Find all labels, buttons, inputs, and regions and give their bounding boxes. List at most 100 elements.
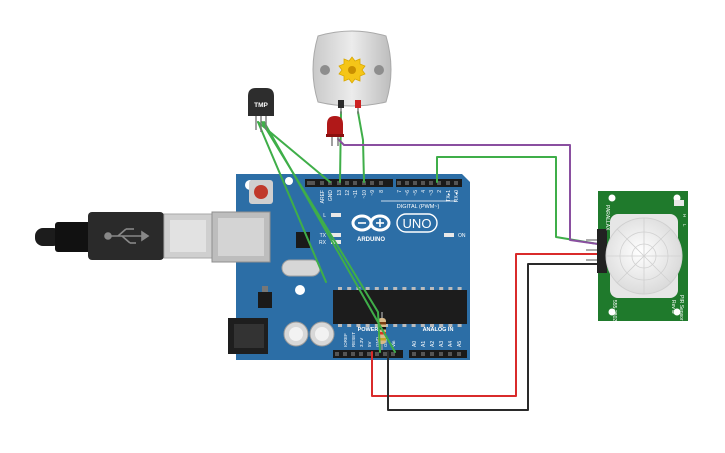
wire-red-5v[interactable] — [371, 253, 599, 397]
header-hole[interactable] — [430, 352, 434, 356]
analog-pin-label: A1 — [421, 341, 427, 347]
header-hole[interactable] — [412, 352, 416, 356]
header-hole[interactable] — [439, 352, 443, 356]
header-hole[interactable] — [370, 181, 374, 185]
header-hole[interactable] — [362, 181, 366, 185]
header-hole[interactable] — [383, 352, 387, 356]
pir-hole — [608, 308, 616, 316]
chip-pin — [439, 324, 444, 327]
wire-purple-led-pir[interactable] — [337, 138, 599, 245]
header-hole[interactable] — [351, 352, 355, 356]
header-hole[interactable] — [429, 181, 433, 185]
wire-black-gnd[interactable] — [387, 263, 599, 411]
header-hole[interactable] — [391, 352, 395, 356]
chip-pin — [402, 324, 407, 327]
chip-pin — [457, 324, 462, 327]
header-hole[interactable] — [446, 181, 450, 185]
chip-pin — [448, 287, 453, 290]
header-hole[interactable] — [328, 181, 332, 185]
capacitor-top — [315, 327, 329, 341]
header-hole[interactable] — [454, 181, 458, 185]
led-on — [444, 233, 454, 237]
digital-pin-label: AREF — [320, 190, 326, 203]
chip-pin — [393, 324, 398, 327]
header-hole[interactable] — [307, 181, 311, 185]
chip-pin — [411, 287, 416, 290]
chip-pin — [393, 287, 398, 290]
header-hole[interactable] — [337, 181, 341, 185]
header-hole[interactable] — [335, 352, 339, 356]
header-hole[interactable] — [379, 181, 383, 185]
digital-pin-label: GND — [328, 190, 334, 202]
digital-pin-label: 12 — [345, 190, 351, 196]
chip-pin — [374, 324, 379, 327]
header-hole[interactable] — [457, 352, 461, 356]
pir-mark-h: H — [682, 214, 687, 217]
motor-screw — [374, 65, 384, 75]
power-pin-label: RESET — [351, 332, 356, 347]
uno-badge — [396, 213, 438, 233]
pir-header — [597, 229, 607, 273]
dc-jack-inner — [234, 324, 264, 348]
header-hole[interactable] — [405, 181, 409, 185]
label-rx: RX — [319, 240, 327, 246]
usb-strain-relief — [55, 222, 95, 252]
pir-lens-facets — [606, 218, 682, 294]
header-hole[interactable] — [353, 181, 357, 185]
header-hole[interactable] — [320, 181, 324, 185]
red-led[interactable] — [326, 116, 344, 146]
chip-pin — [365, 287, 370, 290]
header-hole[interactable] — [437, 181, 441, 185]
chip-pin — [457, 287, 462, 290]
digital-pin-label: 8 — [379, 190, 385, 193]
dc-motor[interactable] — [312, 30, 392, 114]
wire-green-tmp-power[interactable] — [263, 121, 396, 353]
temperature-sensor[interactable]: TMP — [248, 88, 274, 132]
pir-motion-sensor[interactable]: PARALLAX 555-28027 Rev B PIR Sensor H L — [586, 191, 688, 324]
header-hole[interactable] — [375, 352, 379, 356]
header-hole[interactable] — [359, 352, 363, 356]
motor-terminal-black — [338, 100, 344, 108]
usb-b-socket-inner — [218, 218, 264, 256]
power-pin-label: 3.3V — [359, 338, 364, 347]
header-hole[interactable] — [345, 181, 349, 185]
motor-terminal-red — [355, 100, 361, 108]
header-hole[interactable] — [448, 352, 452, 356]
chip-pin — [338, 287, 342, 290]
usb-plug-inner — [170, 220, 206, 252]
reset-button[interactable] — [254, 185, 268, 199]
header-hole[interactable] — [311, 181, 315, 185]
power-pin-label: Vin — [391, 340, 396, 347]
gear-icon — [338, 56, 366, 84]
chip-pin — [430, 287, 434, 290]
chip-pin — [430, 324, 434, 327]
digital-header-label: DIGITAL (PWM~) — [397, 204, 440, 210]
led-tx — [331, 233, 341, 237]
header-hole[interactable] — [421, 352, 425, 356]
header-hole[interactable] — [413, 181, 417, 185]
resistor-band — [378, 332, 386, 335]
analog-header-label: ANALOG IN — [423, 327, 454, 333]
digital-pin-label: RX◂0 — [454, 190, 460, 202]
header-hole[interactable] — [421, 181, 425, 185]
digital-pin-label: ~6 — [405, 190, 411, 196]
pir-name: PIR Sensor — [678, 295, 684, 321]
chip-pin — [439, 287, 444, 290]
header-hole[interactable] — [367, 352, 371, 356]
label-tx: TX — [320, 233, 327, 239]
wire-green-led[interactable] — [357, 111, 365, 183]
label-on: ON — [458, 233, 466, 239]
chip-pin — [374, 287, 379, 290]
digital-pin-label: 2 — [437, 190, 443, 193]
analog-pin-label: A0 — [412, 341, 418, 347]
power-pin-label: 5V — [367, 341, 372, 347]
header-hole[interactable] — [343, 352, 347, 356]
pir-jumper — [674, 200, 684, 206]
wire-green-tmp-analog[interactable] — [257, 121, 327, 283]
capacitor-top — [289, 327, 303, 341]
chip-pin — [338, 324, 342, 327]
header-hole[interactable] — [397, 181, 401, 185]
usb-cable — [35, 212, 213, 260]
